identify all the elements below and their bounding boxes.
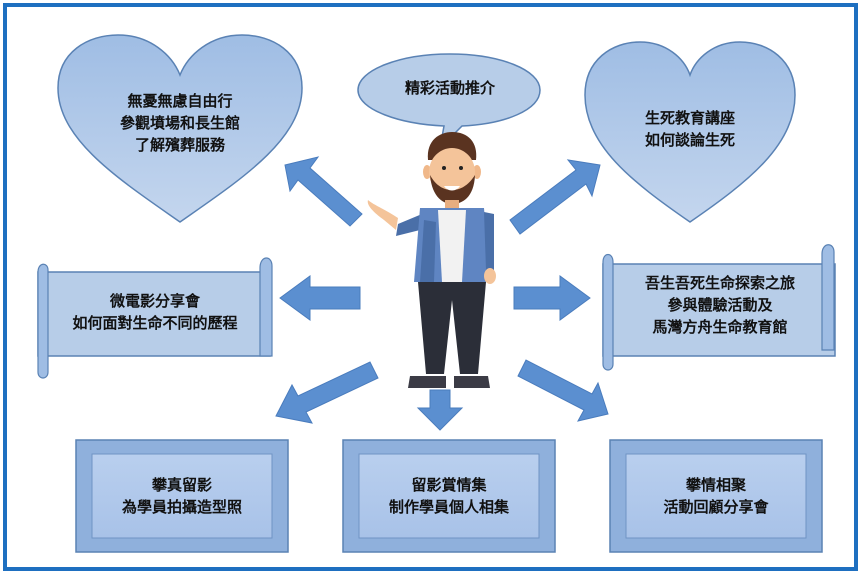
arrow-down-right — [517, 359, 609, 422]
heart-top-left — [57, 34, 303, 223]
arrow-right — [513, 275, 591, 321]
scroll-right-text: 吾生吾死生命探索之旅 參與體驗活動及 馬灣方舟生命教育館 — [644, 274, 795, 336]
arrow-up-right — [509, 159, 601, 235]
box-bottom-center — [342, 439, 556, 553]
box-bottom-right — [609, 439, 823, 553]
arrow-up-left — [284, 156, 363, 227]
heart-top-left-text: 無憂無慮自由行 參觀墳場和長生館 了解殯葬服務 — [119, 92, 240, 154]
arrow-down-left — [275, 361, 379, 424]
box-bottom-left-text: 攀真留影 為學員拍攝造型照 — [121, 476, 242, 516]
speech-bubble-text: 精彩活動推介 — [404, 79, 495, 97]
scroll-right — [602, 244, 836, 371]
heart-top-right-text: 生死教育講座 如何談論生死 — [644, 109, 735, 149]
man-illustration — [367, 132, 496, 388]
scroll-left — [37, 257, 273, 379]
arrow-down — [416, 389, 464, 431]
box-bottom-center-text: 留影賞情集 制作學員個人相集 — [388, 476, 509, 516]
arrow-left — [279, 275, 361, 321]
box-bottom-left — [75, 439, 289, 553]
scroll-left-text: 微電影分享會 如何面對生命不同的歷程 — [72, 292, 238, 332]
heart-top-right — [584, 41, 796, 223]
box-bottom-right-text: 攀情相聚 活動回顧分享會 — [663, 476, 769, 516]
